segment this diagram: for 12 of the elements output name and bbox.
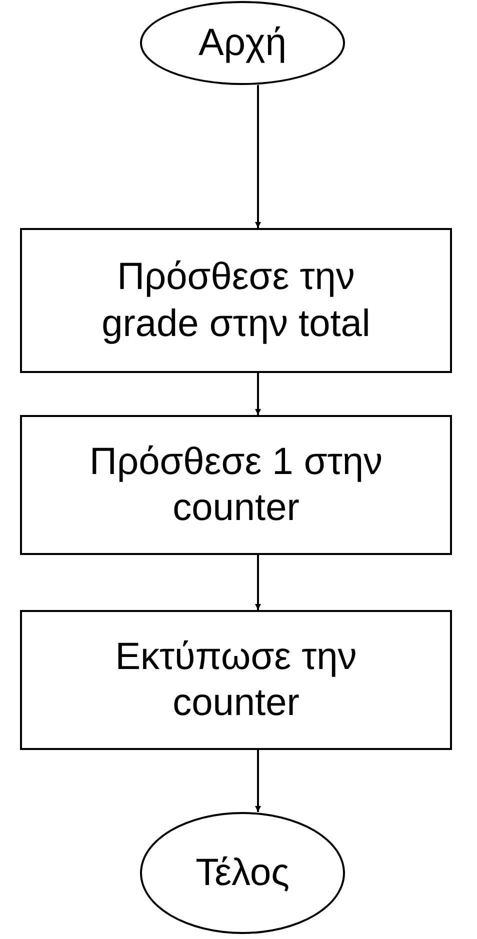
arrow [255,85,261,228]
node-text: Εκτύπωσε την counter [114,634,358,726]
node-text: Πρόσθεσε 1 στην counter [88,440,384,531]
arrow [255,373,261,415]
node-text: Αρχή [198,20,287,66]
node-text: Πρόσθεσε την grade στην total [100,255,372,346]
arrow [255,555,261,610]
process-box [20,415,452,555]
process-box [20,610,452,750]
process-box [20,228,452,373]
arrow [255,750,261,812]
node-text: Τέλος [196,850,290,896]
